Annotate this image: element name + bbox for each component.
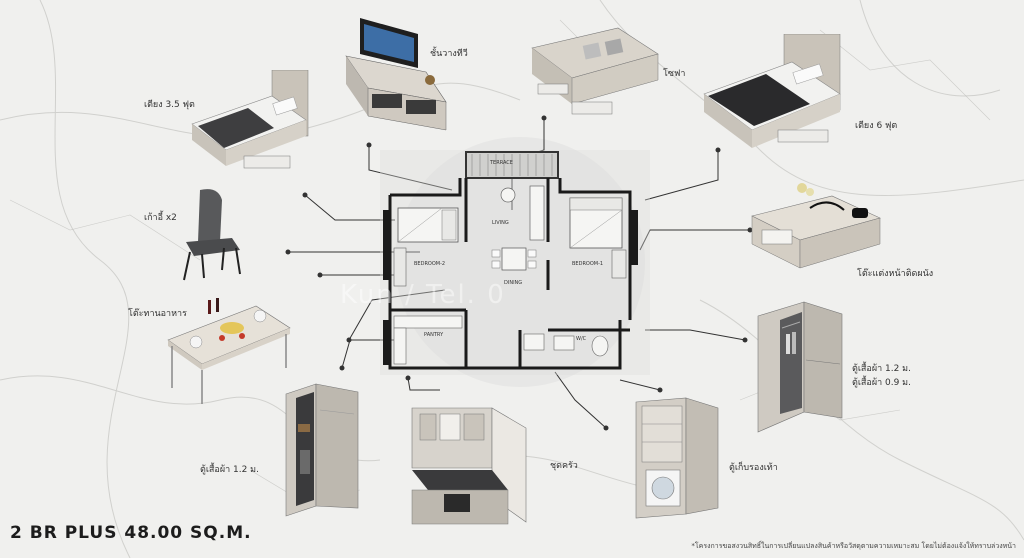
label-tv-stand: ชั้นวางทีวี [430,49,468,59]
label-kitchen: ชุดครัว [550,461,578,471]
room-label-terrace: TERRACE [489,160,513,166]
page-title: 2 BR PLUS 48.00 SQ.M. [10,523,252,543]
label-wardrobe-large: ตู้เสื้อผ้า 1.2 ม. [852,364,911,374]
label-wardrobe-bottom: ตู้เสื้อผ้า 1.2 ม. [200,465,259,475]
room-label-wc: W/C [576,336,587,342]
room-label-dining: DINING [504,280,522,286]
watermark-text: Kun / Tel. 0 [340,280,506,310]
label-chair: เก้าอี้ x2 [144,213,177,223]
wardrobe-small-illustration [285,383,359,517]
shoe-cabinet-illustration [635,397,719,519]
single-bed-illustration [191,70,309,169]
sofa-illustration [531,27,659,115]
label-double-bed: เตียง 6 ฟุต [855,121,898,131]
room-label-pantry: PANTRY [424,332,444,338]
double-bed-illustration [703,34,841,148]
dining-table-illustration [167,298,291,404]
label-wardrobe-small: ตู้เสื้อผ้า 0.9 ม. [852,378,911,388]
chair-illustration [183,189,241,281]
room-label-bedroom1: BEDROOM-1 [572,261,603,267]
dining-table-plan [501,247,527,271]
wardrobe-large-illustration [757,301,843,433]
label-single-bed: เตียง 3.5 ฟุต [144,100,195,110]
label-vanity: โต๊ะแต่งหน้าติดผนัง [857,269,934,279]
label-dining-table: โต๊ะทานอาหาร [128,309,187,319]
tv-stand-illustration [345,18,447,131]
kitchen-illustration [411,407,527,525]
room-label-bedroom2: BEDROOM-2 [414,261,445,267]
vanity-table-illustration [751,183,881,269]
label-sofa: โซฟา [663,69,686,79]
floor-plan: TERRACE LIVING BEDROOM-2 BEDROOM-1 DININ… [380,150,650,375]
label-shoe-cabinet: ตู้เก็บรองเท้า [729,463,778,473]
disclaimer-note: *โครงการขอสงวนสิทธิ์ในการเปลี่ยนแปลงสินค… [691,542,1016,550]
room-label-living: LIVING [492,220,509,226]
